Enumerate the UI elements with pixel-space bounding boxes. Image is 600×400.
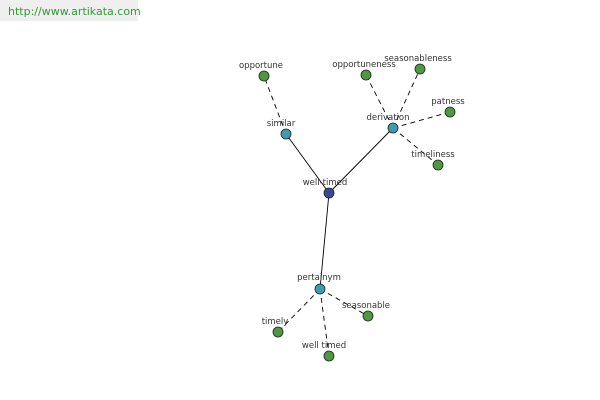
node-dot-well-timed[interactable] [323, 350, 335, 362]
edge-n0-n2 [328, 127, 394, 194]
node-dot-timely[interactable] [272, 326, 284, 338]
node-dot-pertainym[interactable] [314, 283, 326, 295]
watermark-text: http://www.artikata.com [8, 5, 141, 18]
node-dot-seasonable[interactable] [362, 310, 374, 322]
node-label-patness: patness [431, 97, 465, 107]
node-seasonableness[interactable]: seasonableness [384, 54, 452, 75]
node-label-seasonableness: seasonableness [384, 54, 452, 64]
node-well-timed[interactable]: well timed [302, 341, 346, 362]
node-dot-timeliness[interactable] [432, 159, 444, 171]
node-patness[interactable]: patness [431, 97, 465, 118]
node-dot-well-timed[interactable] [323, 187, 335, 199]
watermark: http://www.artikata.com [0, 0, 141, 21]
node-label-well-timed: well timed [302, 341, 346, 351]
node-dot-patness[interactable] [444, 106, 456, 118]
edge-n3-n11 [319, 288, 330, 357]
node-dot-opportuneness[interactable] [360, 69, 372, 81]
node-opportune[interactable]: opportune [239, 61, 283, 82]
node-label-opportune: opportune [239, 61, 283, 71]
node-timeliness[interactable]: timeliness [411, 150, 455, 171]
nodes-layer: well-timed similar derivation pertainym oppo… [239, 54, 465, 362]
node-label-pertainym: pertainym [297, 273, 341, 283]
edge-n3-n9 [319, 288, 369, 317]
edges-layer [263, 68, 451, 357]
node-label-derivation: derivation [366, 113, 409, 123]
edge-n3-n10 [277, 288, 321, 333]
node-label-well-timed: well-timed [303, 178, 348, 188]
node-label-seasonable: seasonable [342, 301, 390, 311]
node-dot-similar[interactable] [280, 128, 292, 140]
node-dot-seasonableness[interactable] [414, 63, 426, 75]
node-opportuneness[interactable]: opportuneness [332, 60, 396, 81]
edge-n0-n3 [319, 192, 330, 290]
node-label-timeliness: timeliness [411, 150, 455, 160]
edge-n2-n6 [392, 68, 421, 129]
edge-n1-n4 [263, 75, 287, 135]
node-label-timely: timely [262, 317, 289, 327]
node-pertainym[interactable]: pertainym [297, 273, 341, 295]
node-label-opportuneness: opportuneness [332, 60, 396, 70]
node-derivation[interactable]: derivation [366, 113, 410, 134]
node-timely[interactable]: timely [262, 317, 289, 338]
node-seasonable[interactable]: seasonable [342, 301, 390, 322]
edge-n0-n1 [285, 133, 330, 194]
edge-n2-n7 [392, 111, 451, 129]
edge-n2-n5 [365, 74, 394, 129]
node-label-similar: similar [267, 119, 296, 129]
node-well-timed[interactable]: well-timed [303, 178, 348, 199]
edge-n2-n8 [392, 127, 439, 166]
node-dot-opportune[interactable] [258, 70, 270, 82]
node-similar[interactable]: similar [267, 119, 296, 140]
node-dot-derivation[interactable] [387, 122, 399, 134]
